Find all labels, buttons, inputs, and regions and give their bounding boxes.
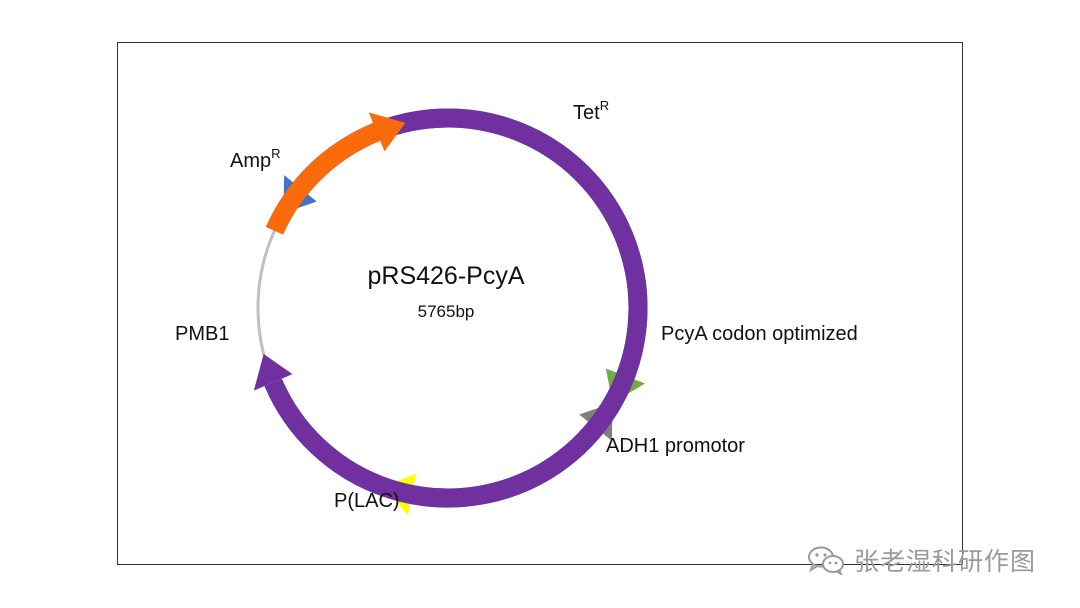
feature-arc-pmb1 [264,108,648,508]
label-pmb1: PMB1 [175,323,229,345]
feature-arrowhead-pmb1 [253,353,293,391]
label-amp: AmpR [230,146,281,172]
plasmid-size: 5765bp [418,302,475,321]
label-adh1: ADH1 promotor [606,435,745,457]
watermark-text: 张老湿科研作图 [854,547,1037,576]
label-tet-sup: R [600,98,609,113]
label-amp-base: Amp [230,150,271,172]
feature-arc-amp [265,123,381,235]
plasmid-name: pRS426-PcyA [367,262,524,290]
label-amp-sup: R [271,146,280,161]
plasmid-map: pRS426-PcyA 5765bp TetR PcyA codon optim… [175,98,858,516]
diagram-frame: pRS426-PcyA 5765bp TetR PcyA codon optim… [117,42,963,565]
label-plac: P(LAC) [334,490,400,512]
label-tet-base: Tet [573,102,600,124]
watermark: 张老湿科研作图 [806,542,1036,578]
label-pcya: PcyA codon optimized [661,323,858,345]
feature-arrowhead-amp [368,112,406,152]
label-tet: TetR [573,98,609,124]
wechat-icon [808,546,844,575]
feature-arc-tet [420,108,648,380]
